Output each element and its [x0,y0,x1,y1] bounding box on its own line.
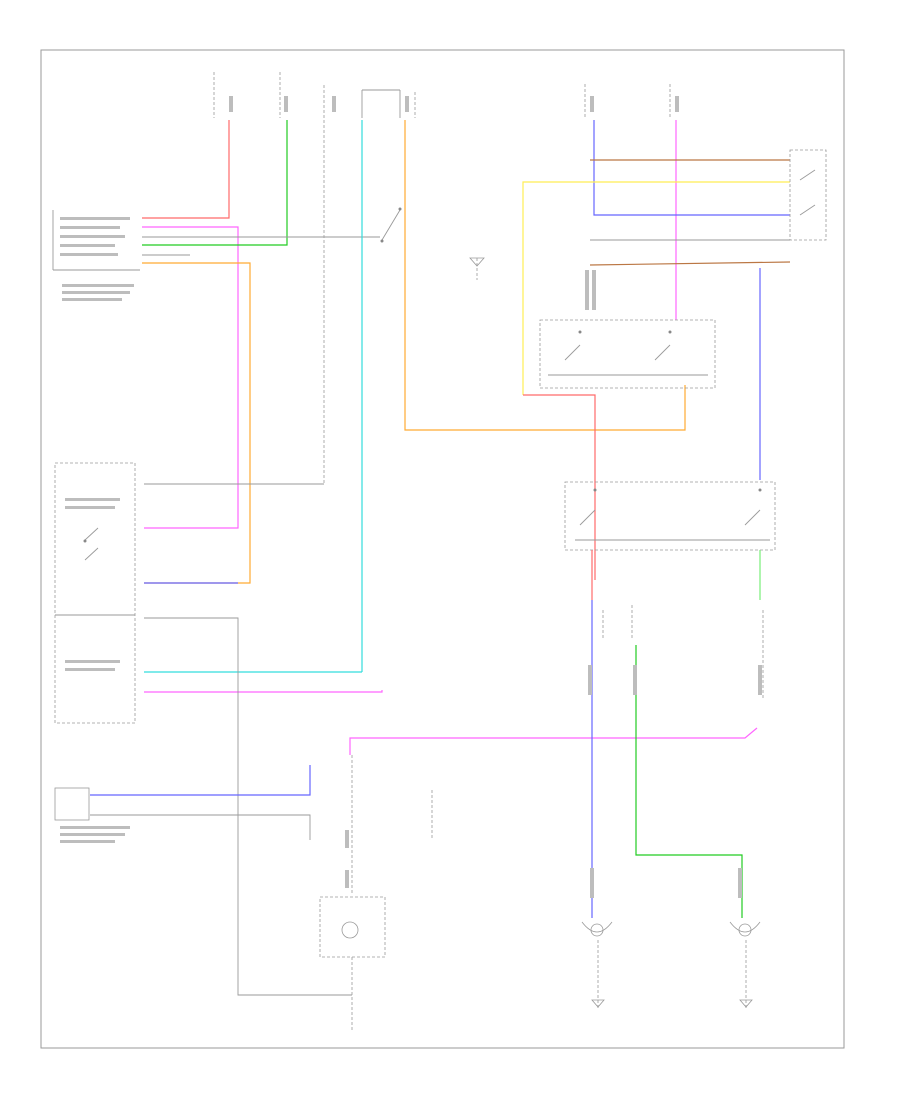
central-module [469,257,596,310]
wire-red [142,120,230,219]
wire-pink-cross [349,727,758,755]
right-headlamp [729,921,761,1010]
dimmer-switch-top [380,207,402,243]
headlamp-switch [54,462,136,724]
wire-green [142,120,288,246]
wire-yellow [522,181,790,395]
wire-brown-mid [589,261,791,266]
connector-wires [142,120,380,584]
wire-pink-switch [144,690,383,693]
wire-red-loop [523,394,596,580]
diagram-frame [40,49,845,1049]
top-left-fuse-feeds [213,72,416,118]
left-headlamp [581,921,613,1010]
headlamp-relay-lower [564,481,776,551]
wire-orange-main [404,120,686,431]
left-connector-block [52,210,140,301]
right-fuse-feeds [584,84,679,118]
wire-blue-right [593,120,790,216]
headlamp-relay-upper [539,319,716,389]
wire-orange [142,262,251,584]
left-bottom-module [54,765,311,843]
wire-pink [142,226,239,529]
right-relay [789,149,827,241]
wire-green-right-lamp [635,645,743,918]
instrument-cluster-indicator [319,755,433,1030]
